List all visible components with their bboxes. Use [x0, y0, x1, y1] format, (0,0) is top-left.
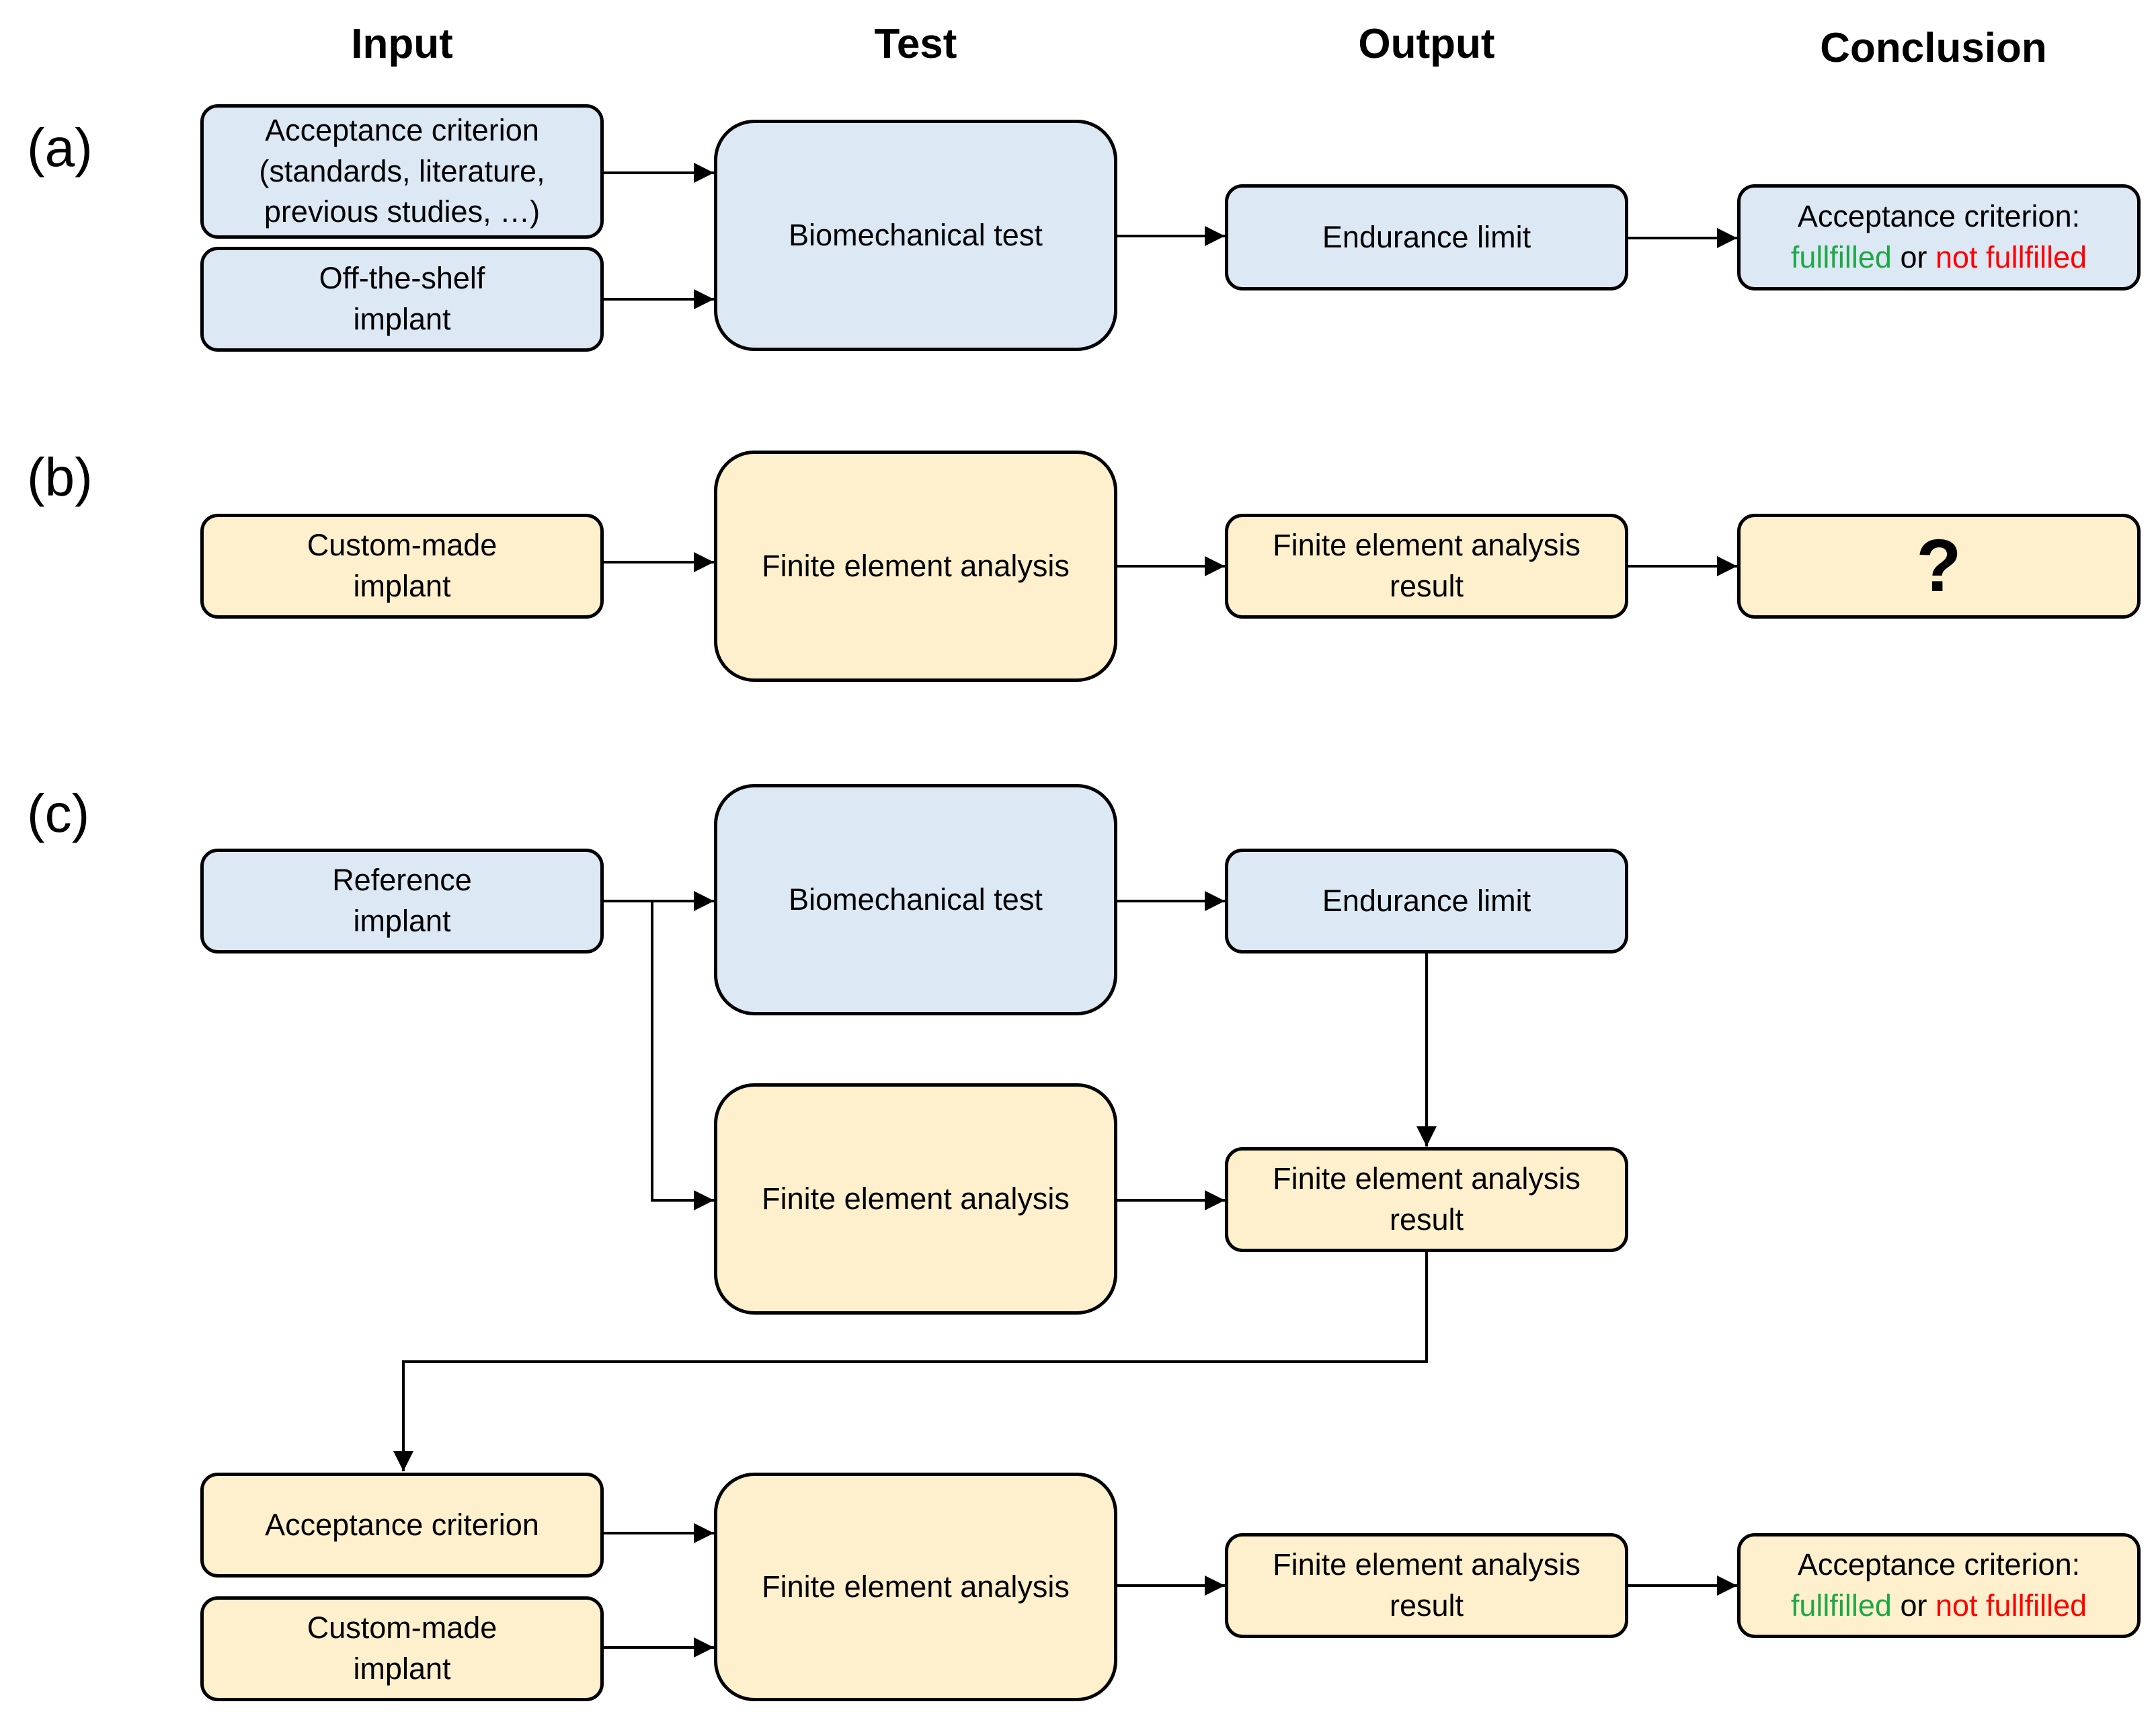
custom-made-implant-box-b: Custom-made implant — [200, 514, 604, 619]
row-label-c: (c) — [27, 783, 90, 843]
conclusion-box-a: Acceptance criterion: fullfilled or not … — [1737, 184, 2141, 290]
not-fulfilled-label-c: not fullfilled — [1935, 1588, 2087, 1623]
endurance-limit-text-a: Endurance limit — [1322, 219, 1531, 254]
conclusion-line1-a: Acceptance criterion: — [1797, 199, 2081, 234]
conclusion-text-a: Acceptance criterion: fullfilled or not … — [1791, 196, 2087, 278]
off-the-shelf-implant-text: Off-the-shelf implant — [319, 261, 485, 336]
fea-box-c: Finite element analysis — [714, 1083, 1117, 1315]
not-fulfilled-label-a: not fullfilled — [1935, 240, 2087, 274]
fea-box-c2: Finite element analysis — [714, 1473, 1117, 1701]
custom-made-implant-text-b: Custom-made implant — [307, 528, 497, 603]
fea-result-box-c: Finite element analysis result — [1225, 1147, 1628, 1252]
biomechanical-test-box-a: Biomechanical test — [714, 120, 1117, 351]
unknown-conclusion-box-b: ? — [1737, 514, 2141, 619]
fulfilled-label-a: fullfilled — [1790, 240, 1892, 274]
endurance-limit-text-c: Endurance limit — [1322, 883, 1531, 918]
biomechanical-test-box-c: Biomechanical test — [714, 784, 1117, 1015]
reference-implant-box: Reference implant — [200, 849, 604, 954]
fea-text-c: Finite element analysis — [762, 1181, 1070, 1216]
fea-text-c2: Finite element analysis — [762, 1569, 1070, 1604]
reference-implant-text: Reference implant — [332, 863, 472, 938]
row-label-a: (a) — [27, 118, 93, 178]
arrow-reference-to-fea — [651, 901, 714, 1210]
conclusion-text-c: Acceptance criterion: fullfilled or not … — [1791, 1545, 2087, 1627]
off-the-shelf-implant-box: Off-the-shelf implant — [200, 247, 604, 352]
or-label-c: or — [1891, 1588, 1935, 1623]
acceptance-criterion-box-c: Acceptance criterion — [200, 1473, 604, 1578]
acceptance-criterion-box-a: Acceptance criterion (standards, literat… — [200, 104, 604, 239]
acceptance-criterion-text-a: Acceptance criterion (standards, literat… — [259, 112, 545, 229]
fulfilled-label-c: fullfilled — [1790, 1588, 1892, 1623]
or-label-a: or — [1891, 240, 1935, 274]
question-mark: ? — [1916, 524, 1962, 607]
fea-result-box-b: Finite element analysis result — [1225, 514, 1628, 619]
fea-result-text-c: Finite element analysis result — [1273, 1161, 1581, 1237]
conclusion-box-c: Acceptance criterion: fullfilled or not … — [1737, 1533, 2141, 1638]
biomechanical-test-text-c: Biomechanical test — [789, 882, 1043, 917]
column-header-output: Output — [1358, 21, 1495, 67]
endurance-limit-box-c: Endurance limit — [1225, 849, 1628, 954]
biomechanical-test-text-a: Biomechanical test — [789, 217, 1043, 252]
acceptance-criterion-text-c: Acceptance criterion — [265, 1507, 539, 1542]
column-header-test: Test — [874, 21, 957, 67]
row-label-b: (b) — [27, 447, 93, 507]
fea-result-box-c2: Finite element analysis result — [1225, 1533, 1628, 1638]
column-header-conclusion: Conclusion — [1820, 25, 2047, 71]
arrow-fea-result-to-acceptance — [393, 1252, 1428, 1471]
fea-result-text-c2: Finite element analysis result — [1273, 1547, 1581, 1623]
conclusion-line1-c: Acceptance criterion: — [1797, 1547, 2081, 1582]
fea-result-text-b: Finite element analysis result — [1273, 528, 1581, 603]
fea-box-b: Finite element analysis — [714, 451, 1117, 682]
column-header-input: Input — [351, 21, 453, 67]
endurance-limit-box-a: Endurance limit — [1225, 184, 1628, 290]
custom-made-implant-box-c: Custom-made implant — [200, 1596, 604, 1701]
fea-text-b: Finite element analysis — [762, 548, 1070, 583]
custom-made-implant-text-c: Custom-made implant — [307, 1610, 497, 1686]
